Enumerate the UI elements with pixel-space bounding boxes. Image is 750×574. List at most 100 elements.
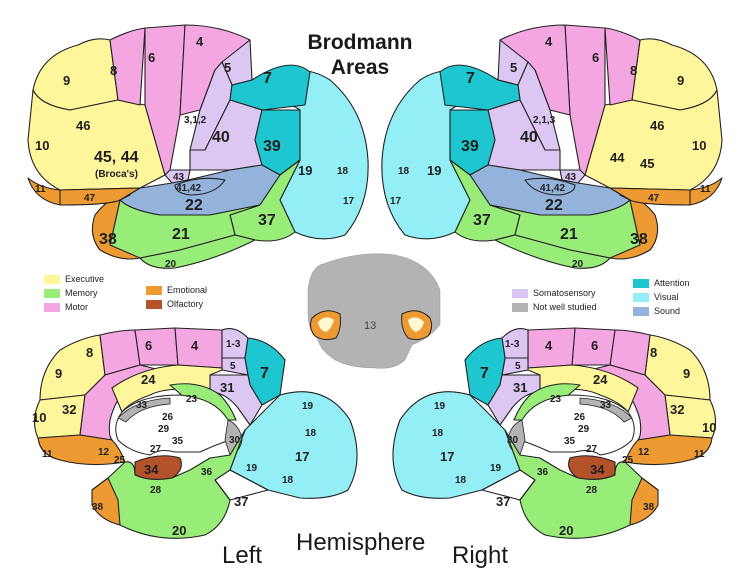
- r-region-10-46-45-44: [584, 89, 723, 191]
- r-region-20: [494, 234, 611, 269]
- label-5: 5: [224, 60, 231, 75]
- r-region-43: [559, 169, 586, 184]
- label-43: 43: [173, 172, 185, 183]
- legend-swatch: [44, 288, 60, 298]
- rm-label-34: 34: [590, 462, 605, 477]
- r-label-44: 44: [610, 150, 625, 165]
- r-label-5: 5: [510, 60, 517, 75]
- m-label-4: 4: [191, 338, 199, 353]
- r-label-20: 20: [572, 259, 584, 270]
- r-label-47: 47: [648, 193, 660, 204]
- legend-label: Motor: [65, 302, 89, 312]
- rm-label-30: 30: [507, 435, 519, 446]
- area-13-left-inner: [318, 317, 334, 332]
- rm-label-25: 25: [622, 455, 634, 466]
- rm-label-29: 29: [578, 424, 590, 435]
- rm-label-37: 37: [496, 494, 510, 509]
- label-38: 38: [99, 231, 117, 248]
- label-9: 9: [63, 73, 70, 88]
- legend-label: Emotional: [167, 285, 208, 295]
- legend-swatch: [512, 302, 528, 312]
- m-label-24: 24: [141, 372, 156, 387]
- rm-callosum: [519, 394, 635, 456]
- m-label-12: 12: [98, 447, 110, 458]
- r-region-11-47: [609, 177, 723, 206]
- m-label-34: 34: [144, 462, 159, 477]
- legend-label: Not well studied: [533, 302, 597, 312]
- rm-label-9: 9: [683, 366, 690, 381]
- label-11: 11: [35, 184, 46, 195]
- m-region-37-line: [214, 479, 269, 501]
- r-label-2-1-3: 2,1,3: [533, 115, 556, 126]
- legend-item-visual: Visual: [633, 290, 690, 304]
- r-region-41-42: [524, 177, 576, 196]
- rm-label-19b: 19: [490, 463, 502, 474]
- r-region-8: [604, 27, 641, 106]
- rm-label-19a: 19: [434, 401, 446, 412]
- m-region-visual: [229, 391, 358, 499]
- lateral-right-hemisphere: 9 8 6 4 5 7 46 10 44 45 2,1,3 40 39 19 1…: [381, 24, 723, 270]
- region-9: [32, 38, 119, 111]
- lateral-left-hemisphere: 9 8 6 4 5 7 46 10 45, 44 (Broca's) 3,1,2…: [27, 24, 369, 270]
- rm-label-28: 28: [586, 485, 598, 496]
- label-22: 22: [185, 197, 203, 214]
- coronal-section: 13: [307, 253, 441, 369]
- m-label-9: 9: [55, 366, 62, 381]
- label-19: 19: [298, 163, 312, 178]
- r-label-10: 10: [692, 138, 706, 153]
- m-label-5: 5: [230, 361, 236, 372]
- legend-item-somatosensory: Somatosensory: [512, 286, 597, 300]
- region-11-47: [27, 177, 141, 206]
- legend-item-not_studied: Not well studied: [512, 300, 597, 314]
- label-4: 4: [196, 34, 204, 49]
- rm-label-26: 26: [574, 412, 586, 423]
- label-broca: (Broca's): [95, 169, 138, 180]
- r-label-19: 19: [427, 163, 441, 178]
- medial-right-hemisphere: 9 10 8 6 4 1-3 5 7 31 24 32 33 23 26 29 …: [392, 327, 716, 539]
- region-43: [164, 169, 191, 184]
- region-19-18-17-visual: [251, 69, 369, 240]
- r-label-18: 18: [398, 166, 410, 177]
- r-label-9: 9: [677, 73, 684, 88]
- rm-label-12: 12: [638, 447, 650, 458]
- r-label-7: 7: [466, 70, 475, 87]
- rm-label-23: 23: [550, 394, 562, 405]
- m-label-37: 37: [234, 494, 248, 509]
- rm-label-33: 33: [600, 400, 612, 411]
- legend-swatch: [512, 288, 528, 298]
- diagram-title: Brodmann Areas: [300, 30, 420, 80]
- r-label-41-42: 41,42: [540, 183, 565, 194]
- m-label-33: 33: [136, 400, 148, 411]
- legend-label: Executive: [65, 274, 105, 284]
- r-label-46: 46: [650, 118, 664, 133]
- m-label-18a: 18: [305, 428, 317, 439]
- rm-label-11: 11: [694, 449, 705, 460]
- legend-swatch: [146, 299, 162, 309]
- rm-region-visual: [392, 391, 521, 499]
- m-region-11-12-25: [37, 434, 126, 466]
- legend-label: Memory: [65, 288, 98, 298]
- rm-label-38: 38: [643, 502, 655, 513]
- rm-region-38: [629, 477, 659, 526]
- label-13: 13: [364, 320, 376, 332]
- m-label-32: 32: [62, 402, 76, 417]
- rm-label-36: 36: [537, 467, 549, 478]
- r-label-8: 8: [630, 63, 637, 78]
- region-7: [229, 64, 311, 111]
- rm-region-11-12-25: [624, 434, 713, 466]
- footer-center: Hemisphere: [296, 529, 426, 556]
- footer-right: Right: [452, 542, 509, 569]
- label-10: 10: [35, 138, 49, 153]
- m-label-6: 6: [145, 338, 152, 353]
- region-10-46-45-44: [27, 89, 166, 191]
- label-39: 39: [263, 138, 281, 155]
- rm-label-7: 7: [480, 365, 489, 382]
- m-label-25: 25: [114, 455, 126, 466]
- m-label-27: 27: [150, 444, 162, 455]
- legend-label: Somatosensory: [533, 288, 596, 298]
- title-line-1: Brodmann: [307, 31, 413, 54]
- label-8: 8: [110, 63, 117, 78]
